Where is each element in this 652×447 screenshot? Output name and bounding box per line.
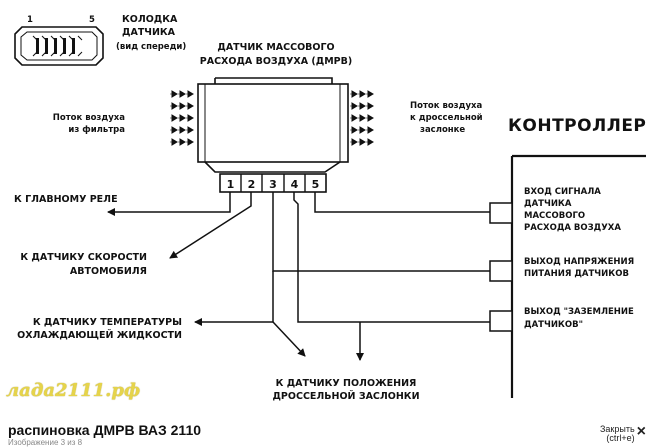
close-icon[interactable]: × bbox=[636, 423, 646, 440]
connector-pins bbox=[36, 38, 75, 54]
airflow-in-label-line-1: Поток воздуха bbox=[53, 113, 125, 123]
close-shortcut: (ctrl+e) bbox=[606, 433, 635, 443]
ctrl-supply-line-1: ВЫХОД НАПРЯЖЕНИЯ bbox=[524, 257, 634, 267]
ctrl-ground-line-2: ДАТЧИКОВ" bbox=[524, 320, 583, 330]
wiring-diagram: 1 5 КОЛОДКА ДАТЧИКА (вид спереди) ДАТЧИК… bbox=[14, 14, 646, 402]
wire-pin3-throttle bbox=[272, 321, 306, 357]
connector-pin-1-label: 1 bbox=[27, 15, 33, 25]
wire-pin2-speed-sensor bbox=[169, 192, 252, 259]
ctrl-input-line-2: ДАТЧИКА bbox=[524, 199, 572, 209]
close-button-text: Закрыть (ctrl+e) bbox=[600, 425, 635, 443]
sensor-title-line-2: РАСХОДА ВОЗДУХА (ДМРВ) bbox=[200, 56, 352, 67]
close-button[interactable]: Закрыть (ctrl+e) × bbox=[600, 423, 646, 443]
pin-3-label: 3 bbox=[269, 178, 277, 191]
sensor-body bbox=[197, 77, 349, 173]
wire-pin4-ground bbox=[293, 192, 490, 323]
sensor-title-line-1: ДАТЧИК МАССОВОГО bbox=[217, 42, 334, 53]
sensor-pin-block: 1 2 3 4 5 bbox=[219, 173, 327, 193]
main-relay-label: К ГЛАВНОМУ РЕЛЕ bbox=[14, 194, 118, 205]
image-counter: Изображение 3 из 8 bbox=[8, 438, 83, 447]
controller-title: КОНТРОЛЛЕР bbox=[508, 116, 646, 136]
throttle-sensor-label-line-1: К ДАТЧИКУ ПОЛОЖЕНИЯ bbox=[276, 378, 417, 389]
wire-pin1-main-relay bbox=[107, 192, 231, 216]
ctrl-ground-line-1: ВЫХОД "ЗАЗЕМЛЕНИЕ bbox=[524, 307, 634, 317]
pin-2-label: 2 bbox=[248, 178, 256, 191]
airflow-in-arrows bbox=[170, 90, 194, 146]
speed-sensor-label-line-1: К ДАТЧИКУ СКОРОСТИ bbox=[20, 252, 147, 263]
ctrl-input-line-1: ВХОД СИГНАЛА bbox=[524, 187, 601, 197]
pin-5-label: 5 bbox=[312, 178, 320, 191]
close-label: Закрыть bbox=[599, 424, 635, 434]
wire-pin3-supply bbox=[272, 192, 490, 272]
ctrl-input-line-3: МАССОВОГО bbox=[524, 211, 585, 221]
temp-sensor-label-line-1: К ДАТЧИКУ ТЕМПЕРАТУРЫ bbox=[33, 317, 182, 328]
airflow-out-label-line-3: заслонке bbox=[420, 125, 465, 135]
wires bbox=[107, 192, 490, 361]
controller-block: КОНТРОЛЛЕР ВХОД СИГНАЛА ДАТЧИКА МАССОВОГ… bbox=[489, 116, 646, 398]
throttle-sensor-label-line-2: ДРОССЕЛЬНОЙ ЗАСЛОНКИ bbox=[272, 390, 419, 402]
connector-title-line-3: (вид спереди) bbox=[116, 42, 186, 52]
airflow-out-label-line-1: Поток воздуха bbox=[410, 101, 482, 111]
connector-pin-5-label: 5 bbox=[89, 15, 95, 25]
airflow-out-arrows bbox=[350, 90, 374, 146]
pin-4-label: 4 bbox=[291, 178, 299, 191]
airflow-out-label-line-2: к дроссельной bbox=[410, 113, 483, 123]
airflow-in-label-line-2: из фильтра bbox=[68, 125, 125, 135]
ctrl-supply-line-2: ПИТАНИЯ ДАТЧИКОВ bbox=[524, 269, 629, 279]
speed-sensor-label-line-2: АВТОМОБИЛЯ bbox=[70, 266, 147, 277]
temp-sensor-label-line-2: ОХЛАЖДАЮЩЕЙ ЖИДКОСТИ bbox=[17, 329, 182, 341]
site-watermark: лада2111.рф bbox=[6, 380, 141, 401]
image-caption: распиновка ДМРВ ВАЗ 2110 bbox=[8, 422, 202, 438]
ctrl-input-line-4: РАСХОДА ВОЗДУХА bbox=[524, 223, 621, 233]
wire-pin5-signal bbox=[314, 192, 490, 213]
connector-title-line-1: КОЛОДКА bbox=[122, 14, 178, 25]
pin-1-label: 1 bbox=[227, 178, 235, 191]
connector-title-line-2: ДАТЧИКА bbox=[122, 27, 176, 38]
connector-front-view: 1 5 КОЛОДКА ДАТЧИКА (вид спереди) bbox=[14, 14, 186, 66]
